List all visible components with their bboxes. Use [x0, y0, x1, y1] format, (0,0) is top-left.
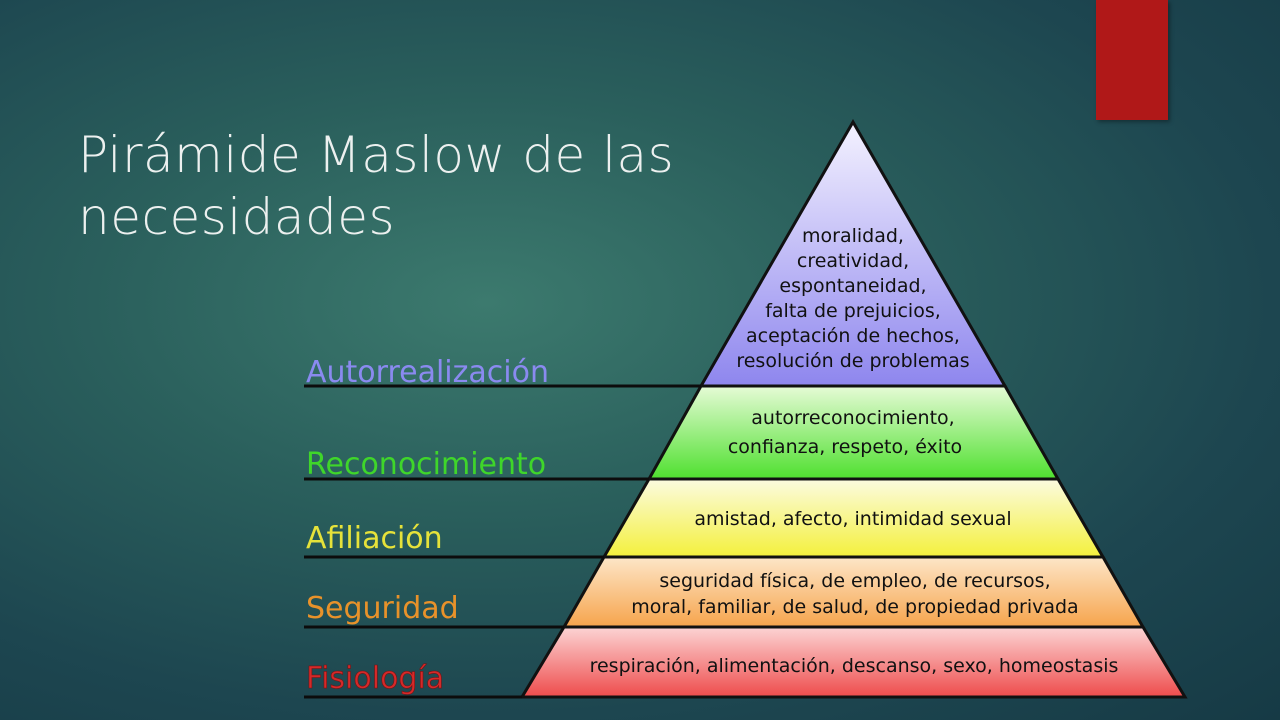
tier-autorrealizacion-line-4: falta de prejuicios, [765, 300, 941, 322]
tier-reconocimiento-line-1: autorreconocimiento, [751, 407, 954, 429]
tier-fisiologia [519, 625, 1188, 699]
tier-autorrealizacion-line-6: resolución de problemas [736, 350, 969, 372]
tier-autorrealizacion-line-3: espontaneidad, [779, 275, 926, 297]
label-fisiologia: Fisiología [306, 661, 444, 696]
tier-afiliacion-line-1: amistad, afecto, intimidad sexual [694, 508, 1011, 530]
tier-reconocimiento [646, 384, 1061, 481]
tier-seguridad-line-2: moral, familiar, de salud, de propiedad … [631, 596, 1078, 618]
slide-title: Pirámide Maslow de las necesidades [78, 124, 778, 248]
label-afiliacion: Afiliación [306, 521, 443, 556]
accent-bar [1096, 0, 1168, 120]
tier-seguridad-line-1: seguridad física, de empleo, de recursos… [659, 570, 1050, 592]
tier-autorrealizacion-line-5: aceptación de hechos, [746, 325, 960, 347]
tier-autorrealizacion-line-2: creatividad, [797, 250, 909, 272]
title-line-2: necesidades [78, 188, 396, 246]
title-line-1: Pirámide Maslow de las [78, 126, 675, 184]
label-seguridad: Seguridad [306, 591, 459, 626]
tier-reconocimiento-line-2: confianza, respeto, éxito [728, 436, 962, 458]
tier-autorrealizacion-line-1: moralidad, [802, 225, 904, 247]
label-autorrealizacion: Autorrealización [306, 355, 549, 390]
label-reconocimiento: Reconocimiento [306, 447, 546, 482]
tier-fisiologia-line-1: respiración, alimentación, descanso, sex… [590, 655, 1119, 677]
